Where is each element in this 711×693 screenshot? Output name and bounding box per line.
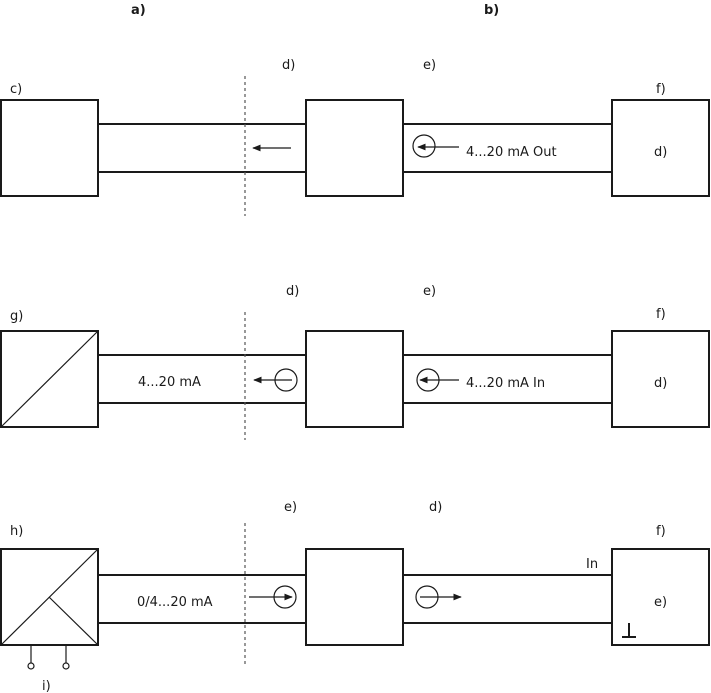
row3-right-device xyxy=(611,548,710,646)
row2-d-label: d) xyxy=(286,284,299,299)
row3-terminal-1-icon xyxy=(27,662,35,670)
row1-f-label: f) xyxy=(656,82,666,97)
row-1: c) d) e) f) 4...20 mA Out d) xyxy=(0,58,710,216)
row1-e-label: e) xyxy=(423,58,436,73)
column-a-header: a) xyxy=(131,3,146,18)
row3-d-label: d) xyxy=(429,500,442,515)
row2-right-device xyxy=(611,330,710,428)
row1-barrier-box xyxy=(305,99,404,197)
row3-e-label: e) xyxy=(284,500,297,515)
row1-signal-label: 4...20 mA Out xyxy=(466,145,557,160)
row2-converter-device xyxy=(0,330,99,428)
row1-current-source-icon xyxy=(412,134,436,158)
row-2: g) d) e) f) 4...20 mA 4...20 mA In d) xyxy=(0,284,710,440)
row1-right-device xyxy=(611,99,710,197)
row2-f-label: f) xyxy=(656,307,666,322)
column-b-header: b) xyxy=(484,3,499,18)
row2-right-device-label: d) xyxy=(654,376,667,391)
row1-left-device xyxy=(0,99,99,197)
row3-in-label: In xyxy=(586,557,598,572)
row-3: h) e) d) f) i) 0/4...20 mA In e) xyxy=(0,500,710,693)
row2-converter-diagonal xyxy=(0,330,99,428)
row3-transmitter-branch xyxy=(48,596,99,646)
row2-e-label: e) xyxy=(423,284,436,299)
row3-right-device-label: e) xyxy=(654,595,667,610)
row3-barrier-box xyxy=(305,548,404,646)
row1-d-label: d) xyxy=(282,58,295,73)
row1-left-label: c) xyxy=(10,82,22,97)
row3-f-label: f) xyxy=(656,524,666,539)
row2-signal-right-label: 4...20 mA In xyxy=(466,376,545,391)
row3-bottom-label: i) xyxy=(42,679,51,693)
row2-left-label: g) xyxy=(10,309,23,324)
row3-transmitter-device xyxy=(0,548,99,646)
row3-terminal-2-icon xyxy=(62,662,70,670)
row2-barrier-box xyxy=(305,330,404,428)
row2-signal-left-label: 4...20 mA xyxy=(138,375,201,390)
row3-left-label: h) xyxy=(10,524,23,539)
row1-right-device-label: d) xyxy=(654,145,667,160)
row3-signal-left-label: 0/4...20 mA xyxy=(137,595,213,610)
